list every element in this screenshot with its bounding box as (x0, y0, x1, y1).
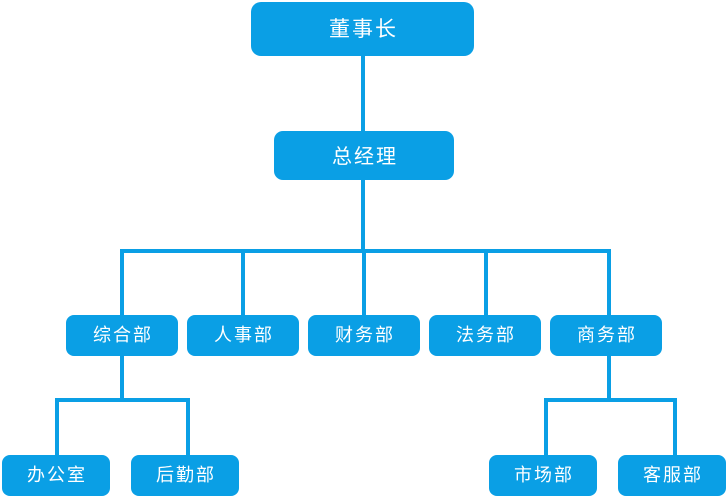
connector-shangwu-dropline (607, 356, 611, 398)
node-department-shangwu-label: 商务部 (577, 324, 637, 346)
connector-stub-bangongshi (55, 398, 59, 455)
node-department-zonghe[interactable]: 综合部 (66, 315, 178, 356)
node-department-renshi[interactable]: 人事部 (187, 315, 299, 356)
node-subunit-shichang[interactable]: 市场部 (489, 455, 597, 496)
node-subunit-kefu[interactable]: 客服部 (618, 455, 726, 496)
connector-stub-shangwu (607, 249, 611, 315)
node-department-fawu[interactable]: 法务部 (429, 315, 541, 356)
connector-zonghe-dropline (120, 356, 124, 398)
node-department-caiwu-label: 财务部 (335, 324, 395, 346)
connector-stub-shichang (544, 398, 548, 455)
connector-stub-zonghe (120, 249, 124, 315)
connector-stub-fawu (484, 249, 488, 315)
node-subunit-bangongshi[interactable]: 办公室 (2, 455, 110, 496)
node-subunit-houqin[interactable]: 后勤部 (131, 455, 239, 496)
node-subunit-shichang-label: 市场部 (514, 464, 574, 486)
connector-stub-kefu (673, 398, 677, 455)
node-department-shangwu[interactable]: 商务部 (550, 315, 662, 356)
node-department-zonghe-label: 综合部 (93, 324, 153, 346)
node-subunit-houqin-label: 后勤部 (156, 464, 216, 486)
node-subunit-kefu-label: 客服部 (643, 464, 703, 486)
connector-manager-dropline (361, 180, 365, 251)
connector-stub-renshi (241, 249, 245, 315)
connector-stub-houqin (186, 398, 190, 455)
node-department-renshi-label: 人事部 (214, 324, 274, 346)
connector-shangwu-bus (544, 398, 677, 402)
node-general-manager[interactable]: 总经理 (274, 131, 454, 180)
connector-chairman-to-manager (361, 56, 365, 131)
node-subunit-bangongshi-label: 办公室 (27, 464, 87, 486)
node-general-manager-label: 总经理 (332, 143, 398, 168)
node-department-caiwu[interactable]: 财务部 (308, 315, 420, 356)
node-chairman-label: 董事长 (329, 16, 398, 41)
node-department-fawu-label: 法务部 (456, 324, 516, 346)
node-chairman[interactable]: 董事长 (251, 2, 474, 56)
connector-zonghe-bus (55, 398, 190, 402)
connector-stub-caiwu (362, 249, 366, 315)
